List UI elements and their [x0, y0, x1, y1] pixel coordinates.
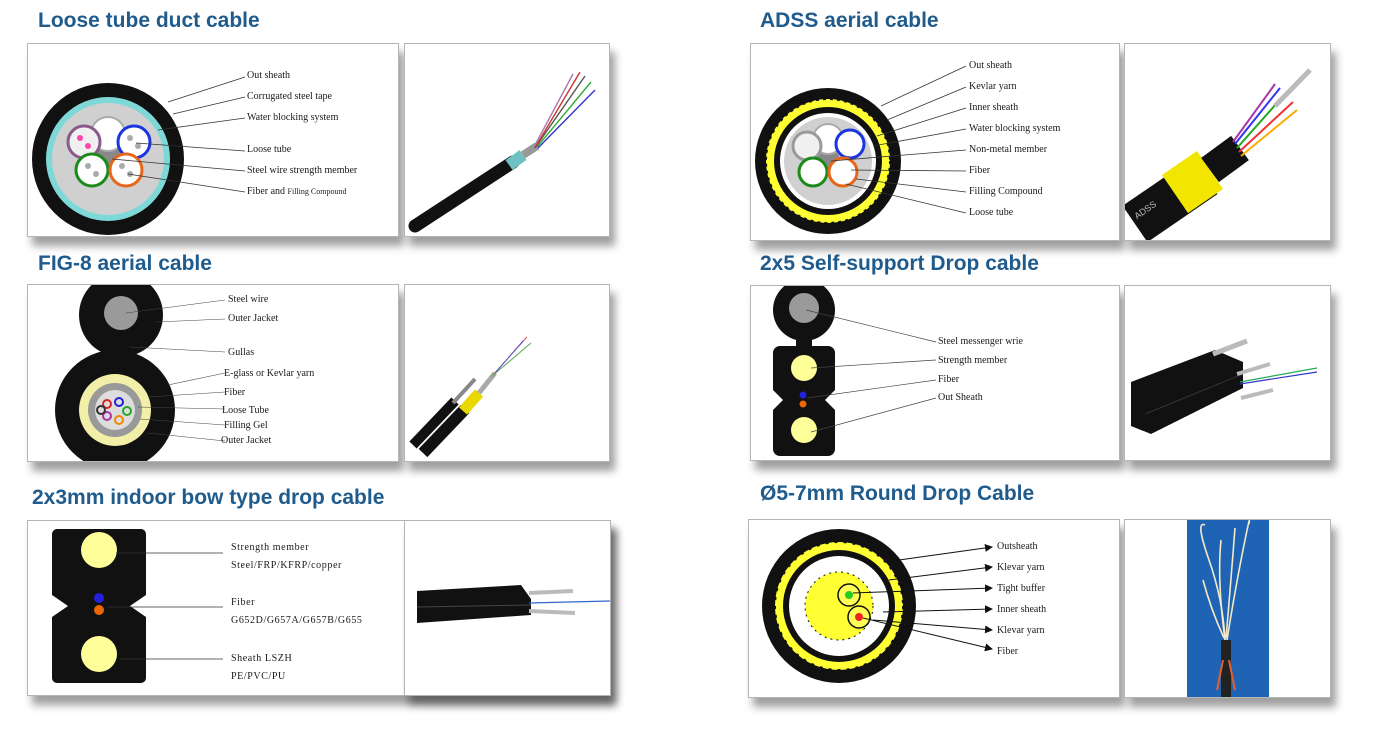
- label-fiber: Fiber: [224, 387, 246, 398]
- label-out-sheath: Out sheath: [247, 70, 291, 81]
- label-filling-gel: Filling Gel: [224, 420, 268, 431]
- title-adss: ADSS aerial cable: [760, 9, 939, 32]
- label-strength-member: Strength member: [231, 542, 310, 553]
- label-sheath-lszh: Sheath LSZH: [231, 653, 293, 664]
- label-sheath-material: PE/PVC/PU: [231, 671, 286, 682]
- adss-diagram-card: Out sheath Kevlar yarn Inner sheath Wate…: [750, 43, 1120, 241]
- label-fiber: Fiber: [231, 597, 256, 608]
- label-tight-buffer: Tight buffer: [997, 583, 1046, 594]
- title-fig8: FIG-8 aerial cable: [38, 252, 212, 275]
- label-non-metal-member: Non-metal member: [969, 144, 1048, 155]
- label-eglass-kevlar: E-glass or Kevlar yarn: [224, 368, 315, 379]
- label-fiber-and-filling: Fiber and Filling Compound: [247, 186, 347, 197]
- title-selfsupport: 2x5 Self-support Drop cable: [760, 252, 1039, 275]
- label-filling-compound: Filling Compound: [969, 186, 1043, 197]
- selfsupport-cross-section: [773, 286, 937, 456]
- label-water-blocking: Water blocking system: [247, 112, 339, 123]
- label-gullas: Gullas: [228, 347, 255, 358]
- label-corrugated-steel-tape: Corrugated steel tape: [247, 91, 332, 102]
- title-round: Ø5-7mm Round Drop Cable: [760, 482, 1035, 505]
- round-photo: [1124, 519, 1331, 698]
- label-loose-tube: Loose tube: [969, 207, 1014, 218]
- label-steel-wire: Steel wire strength member: [247, 165, 358, 176]
- selfsupport-diagram-card: Steel messenger wrie Strength member Fib…: [750, 285, 1120, 461]
- label-klevar-yarn: Klevar yarn: [997, 562, 1045, 573]
- label-water-blocking: Water blocking system: [969, 123, 1061, 134]
- label-fiber: Fiber: [938, 374, 960, 385]
- bow-cross-section: [52, 529, 223, 683]
- fig8-diagram-card: Steel wire Outer Jacket Gullas E-glass o…: [27, 284, 399, 462]
- label-outsheath: Outsheath: [997, 541, 1038, 552]
- selfsupport-photo: [1124, 285, 1331, 461]
- label-loose-tube: Loose Tube: [222, 405, 269, 416]
- round-cross-section: [762, 529, 993, 683]
- label-steel-messenger: Steel messenger wrie: [938, 336, 1023, 347]
- label-strength-material: Steel/FRP/KFRP/copper: [231, 560, 342, 571]
- adss-cross-section: [755, 65, 967, 234]
- loose-tube-cross-section: [32, 76, 246, 235]
- loose-tube-photo: [404, 43, 610, 237]
- label-fiber-types: G652D/G657A/G657B/G655: [231, 615, 363, 626]
- label-outer-jacket: Outer Jacket: [228, 313, 279, 324]
- fig8-photo: [404, 284, 610, 462]
- label-out-sheath: Out Sheath: [938, 392, 983, 403]
- adss-photo: ADSS: [1124, 43, 1331, 241]
- label-klevar-yarn-2: Klevar yarn: [997, 625, 1045, 636]
- label-fiber: Fiber: [969, 165, 991, 176]
- label-kevlar-yarn: Kevlar yarn: [969, 81, 1017, 92]
- round-diagram-card: Outsheath Klevar yarn Tight buffer Inner…: [748, 519, 1120, 698]
- title-loose-tube: Loose tube duct cable: [38, 9, 260, 32]
- label-inner-sheath: Inner sheath: [969, 102, 1019, 113]
- label-loose-tube: Loose tube: [247, 144, 292, 155]
- title-bow: 2x3mm indoor bow type drop cable: [32, 486, 385, 509]
- label-steel-wire: Steel wire: [228, 294, 269, 305]
- label-out-sheath: Out sheath: [969, 60, 1013, 71]
- loose-tube-diagram-card: Out sheath Corrugated steel tape Water b…: [27, 43, 399, 237]
- label-strength-member: Strength member: [938, 355, 1008, 366]
- label-inner-sheath: Inner sheath: [997, 604, 1047, 615]
- label-fiber: Fiber: [997, 646, 1019, 657]
- fig8-cross-section: [55, 285, 226, 461]
- label-outer-jacket-2: Outer Jacket: [221, 435, 272, 446]
- bow-photo: [404, 520, 611, 696]
